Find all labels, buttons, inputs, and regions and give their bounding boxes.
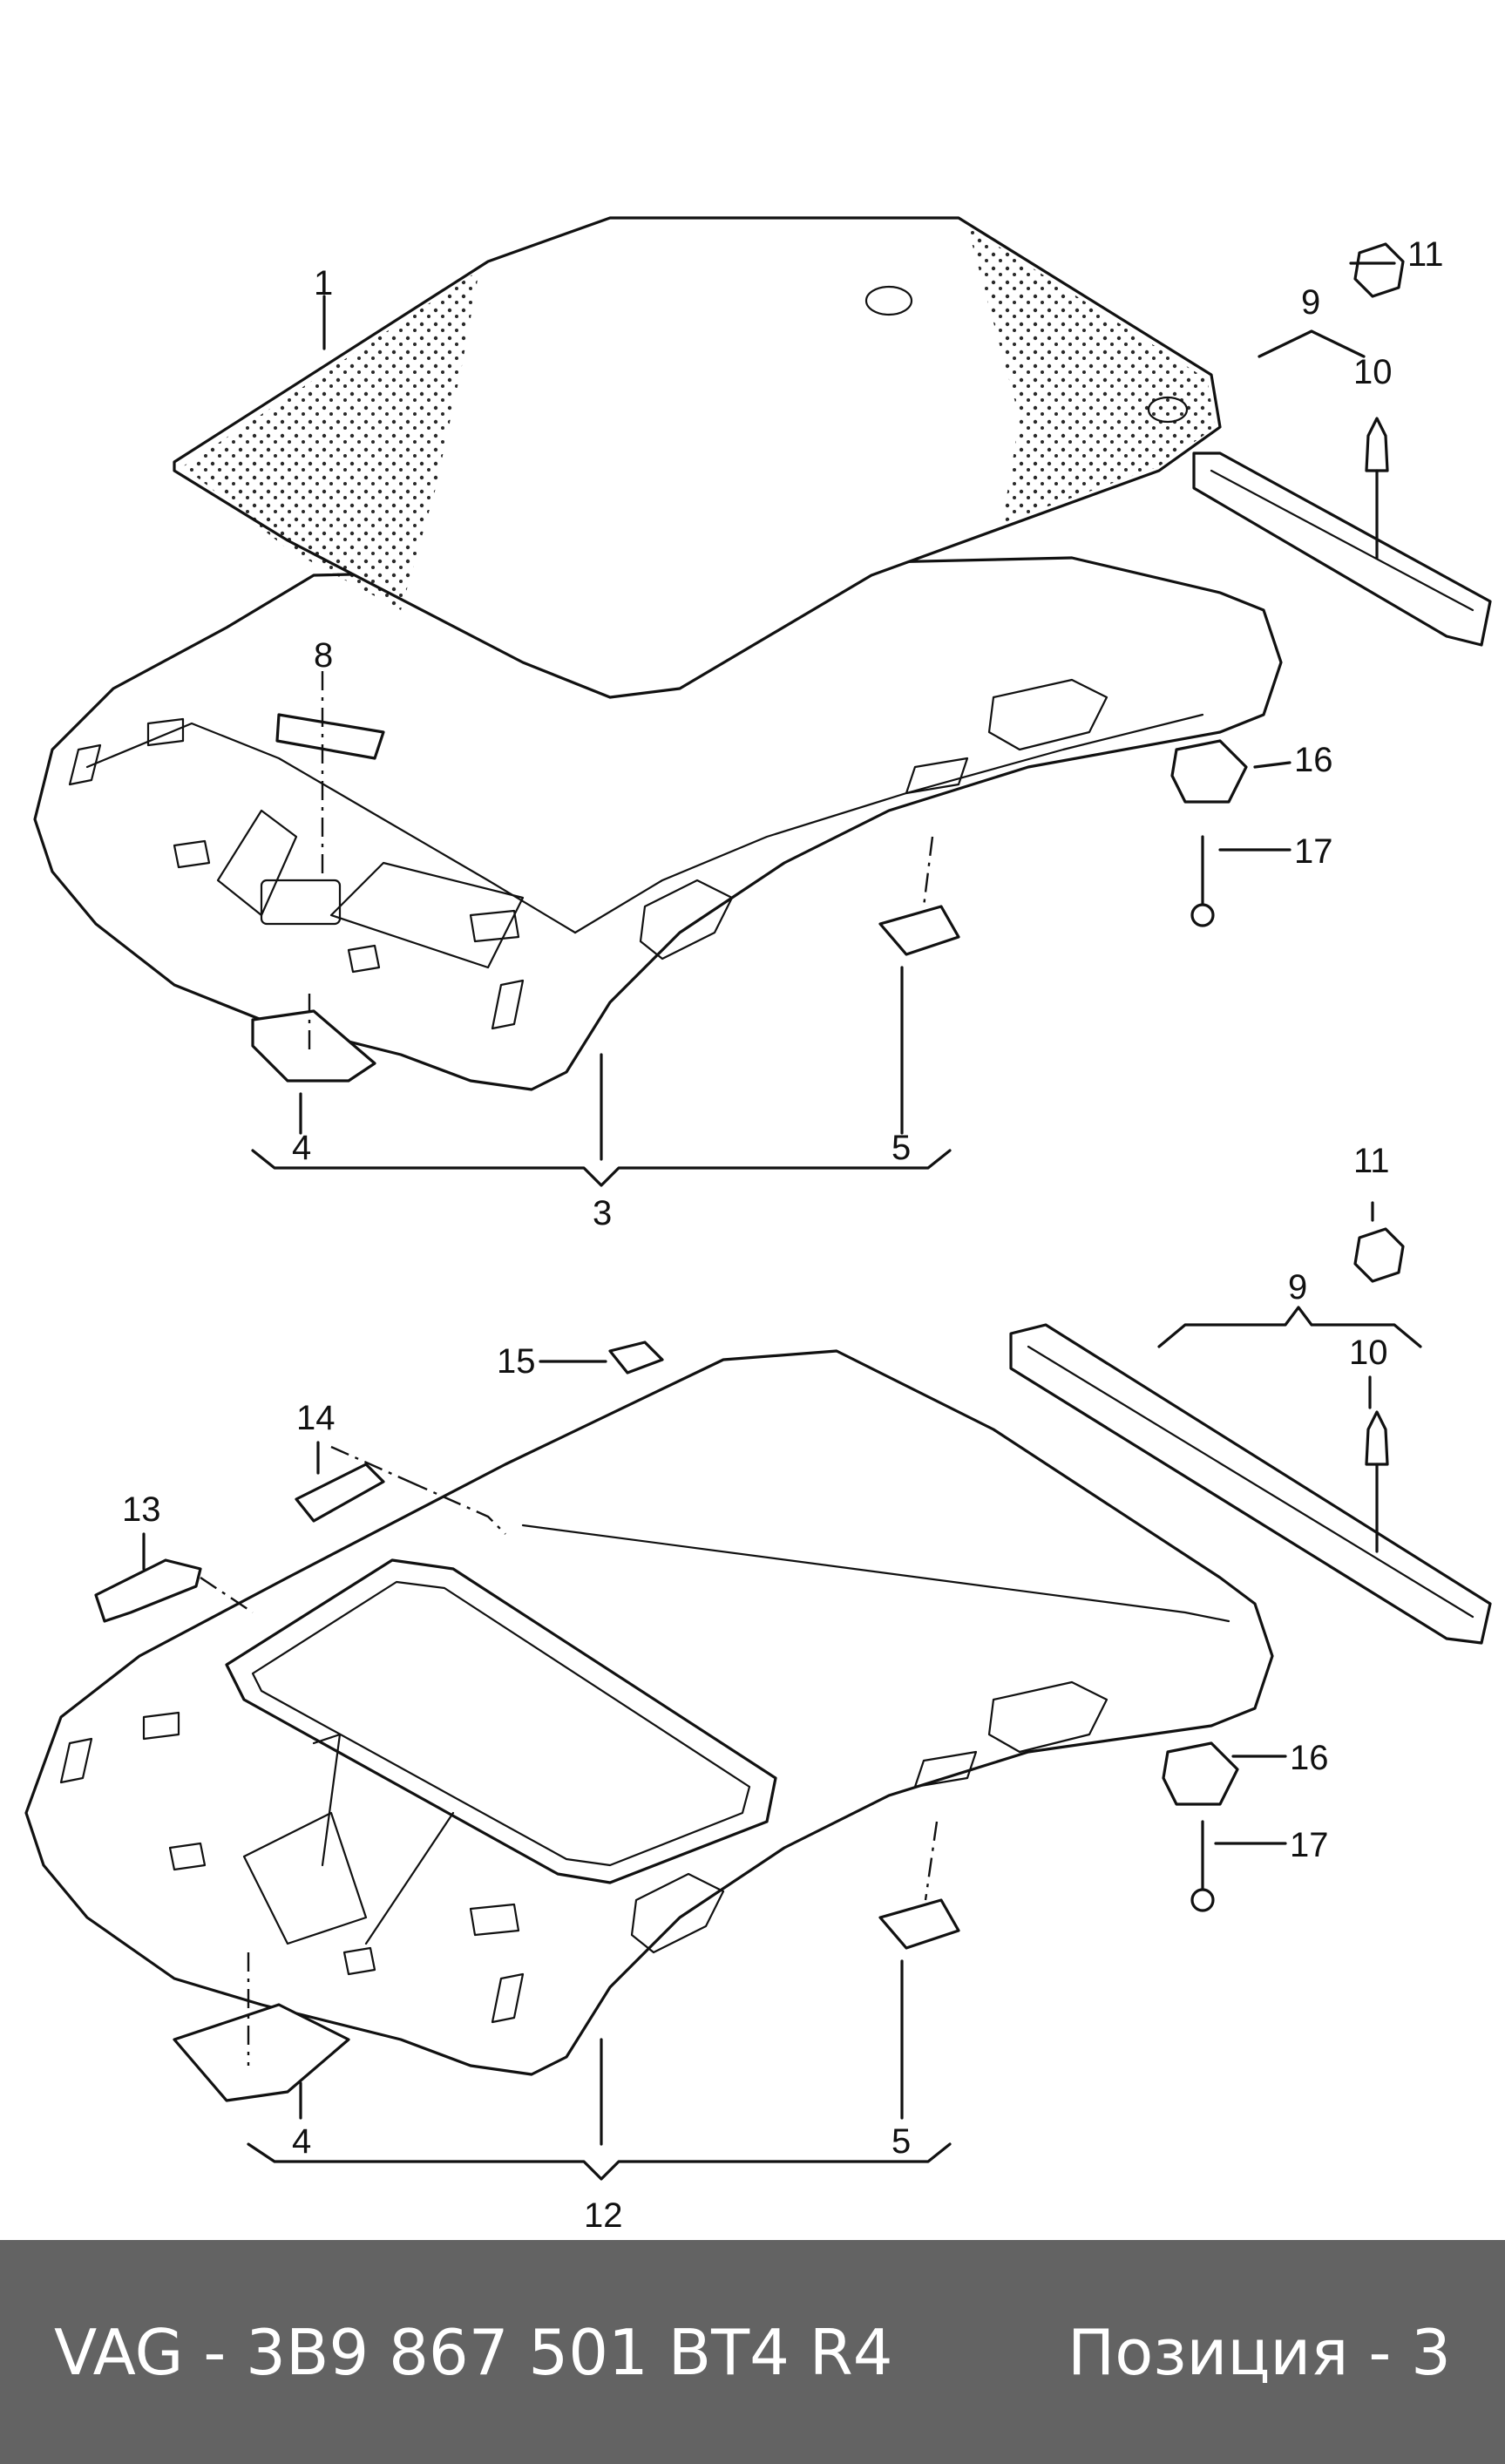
label-10-b: 10 xyxy=(1349,1334,1388,1372)
label-14-b: 14 xyxy=(296,1399,336,1437)
label-16: 16 xyxy=(1294,741,1333,779)
part-number: VAG - 3B9 867 501 BT4 R4 xyxy=(54,2315,893,2389)
label-9: 9 xyxy=(1301,283,1320,322)
label-5: 5 xyxy=(891,1129,911,1167)
label-4-b: 4 xyxy=(292,2122,311,2161)
label-15-b: 15 xyxy=(497,1342,536,1381)
label-13-b: 13 xyxy=(122,1490,161,1529)
label-12-b: 12 xyxy=(584,2196,623,2235)
label-1: 1 xyxy=(314,264,333,302)
label-11-b: 11 xyxy=(1353,1142,1390,1180)
part-info-bar: VAG - 3B9 867 501 BT4 R4 Позиция - 3 xyxy=(0,2240,1505,2464)
parts-diagram: 1 11 9 10 8 16 17 4 5 3 xyxy=(24,216,1492,2235)
label-10: 10 xyxy=(1353,353,1393,391)
label-17: 17 xyxy=(1294,832,1333,871)
label-5-b: 5 xyxy=(891,2122,911,2161)
position-label: Позиция - 3 xyxy=(1068,2315,1451,2389)
label-9-b: 9 xyxy=(1288,1268,1307,1307)
label-8: 8 xyxy=(314,636,333,675)
label-16-b: 16 xyxy=(1290,1739,1329,1777)
label-11: 11 xyxy=(1407,235,1444,274)
label-3: 3 xyxy=(593,1194,612,1232)
top-assembly: 1 11 9 10 8 16 17 4 5 3 xyxy=(33,216,1492,1232)
label-4: 4 xyxy=(292,1129,311,1167)
bottom-assembly: 11 9 10 15 14 13 16 17 4 5 12 xyxy=(24,1142,1492,2235)
label-17-b: 17 xyxy=(1290,1826,1329,1864)
